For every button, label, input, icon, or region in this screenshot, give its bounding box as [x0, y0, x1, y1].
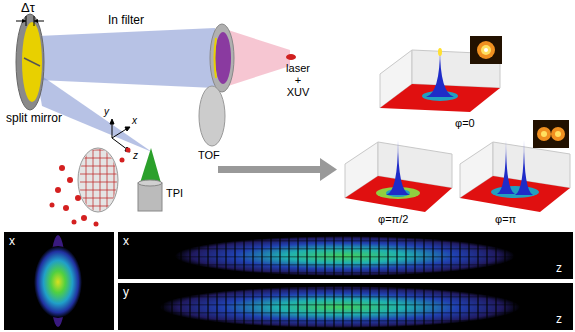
image-panel [4, 232, 114, 330]
axis-label: x [123, 235, 129, 248]
delay-label: Δτ [21, 1, 35, 15]
source-label: laser + XUV [282, 62, 314, 98]
phase-label: φ=0 [455, 117, 475, 129]
axis-label: x [131, 115, 138, 126]
axis-label: z [556, 262, 562, 275]
image-panel [118, 232, 573, 279]
phase-label: φ=π [495, 213, 516, 225]
detector-label: TOF [198, 149, 220, 161]
split-mirror [16, 14, 44, 110]
beam [38, 28, 215, 88]
image-panel [118, 283, 573, 330]
axis-label: y [123, 286, 129, 299]
detector-label: TPI [166, 187, 183, 199]
axis-label: z [132, 150, 139, 161]
tof-detector [199, 86, 225, 146]
surface-plot [345, 140, 452, 212]
beam [228, 30, 290, 86]
filter-label: In filter [108, 14, 144, 27]
image-panel: yz [118, 283, 573, 330]
plot-panel: φ=π/2 [338, 125, 453, 227]
image-panel: x [4, 232, 114, 330]
image-panel: xz [118, 232, 573, 279]
tpi-cone [140, 148, 161, 183]
surface-plot [460, 120, 570, 212]
axis-label: z [556, 313, 562, 326]
electrons [50, 148, 131, 227]
in-filter [210, 24, 234, 92]
axes [110, 119, 130, 152]
mirror-label: split mirror [6, 112, 62, 125]
mirror-face [22, 22, 42, 102]
laser-source [286, 54, 296, 60]
axis-label: y [103, 106, 110, 117]
phase-label: φ=π/2 [378, 213, 408, 225]
tpi-detector [138, 183, 162, 211]
plot-panel: φ=0 [370, 35, 505, 131]
axis-label: x [9, 235, 15, 248]
surface-plot [380, 36, 502, 112]
signal-arrow [218, 166, 320, 173]
plot-panel: φ=π [455, 125, 573, 227]
